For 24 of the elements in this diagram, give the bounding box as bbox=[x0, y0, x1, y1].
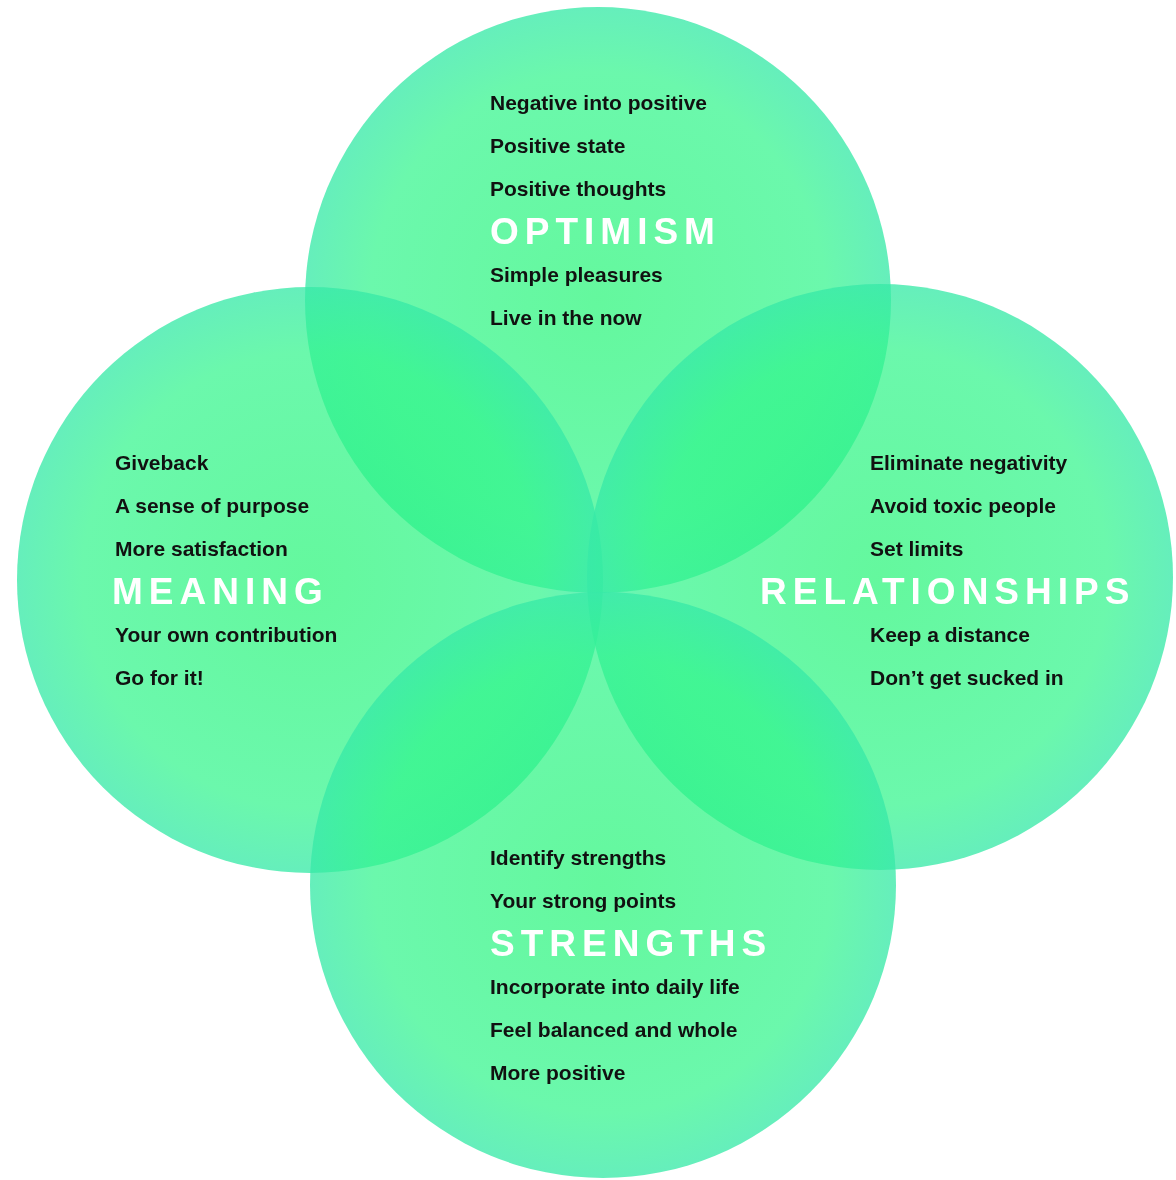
circle-heading: MEANING bbox=[112, 571, 329, 613]
list-item: Positive thoughts bbox=[490, 177, 667, 201]
list-item: More satisfaction bbox=[115, 537, 288, 561]
list-item: Don’t get sucked in bbox=[870, 666, 1064, 690]
circle-heading: RELATIONSHIPS bbox=[760, 571, 1136, 613]
list-item: Live in the now bbox=[490, 306, 642, 330]
list-item: Feel balanced and whole bbox=[490, 1018, 738, 1042]
list-item: Incorporate into daily life bbox=[490, 975, 740, 999]
list-item: Avoid toxic people bbox=[870, 494, 1056, 518]
list-item: Go for it! bbox=[115, 666, 204, 690]
list-item: Set limits bbox=[870, 537, 964, 561]
list-item: Giveback bbox=[115, 451, 209, 475]
list-item: Identify strengths bbox=[490, 846, 667, 870]
list-item: Simple pleasures bbox=[490, 263, 663, 287]
circle-heading: STRENGTHS bbox=[490, 923, 773, 965]
list-item: Positive state bbox=[490, 134, 626, 158]
list-item: Your strong points bbox=[490, 889, 677, 913]
circle-heading: OPTIMISM bbox=[490, 211, 721, 253]
list-item: More positive bbox=[490, 1061, 626, 1085]
list-item: Eliminate negativity bbox=[870, 451, 1068, 475]
list-item: A sense of purpose bbox=[115, 494, 310, 518]
list-item: Your own contribution bbox=[115, 623, 338, 647]
list-item: Negative into positive bbox=[490, 91, 708, 115]
list-item: Keep a distance bbox=[870, 623, 1030, 647]
